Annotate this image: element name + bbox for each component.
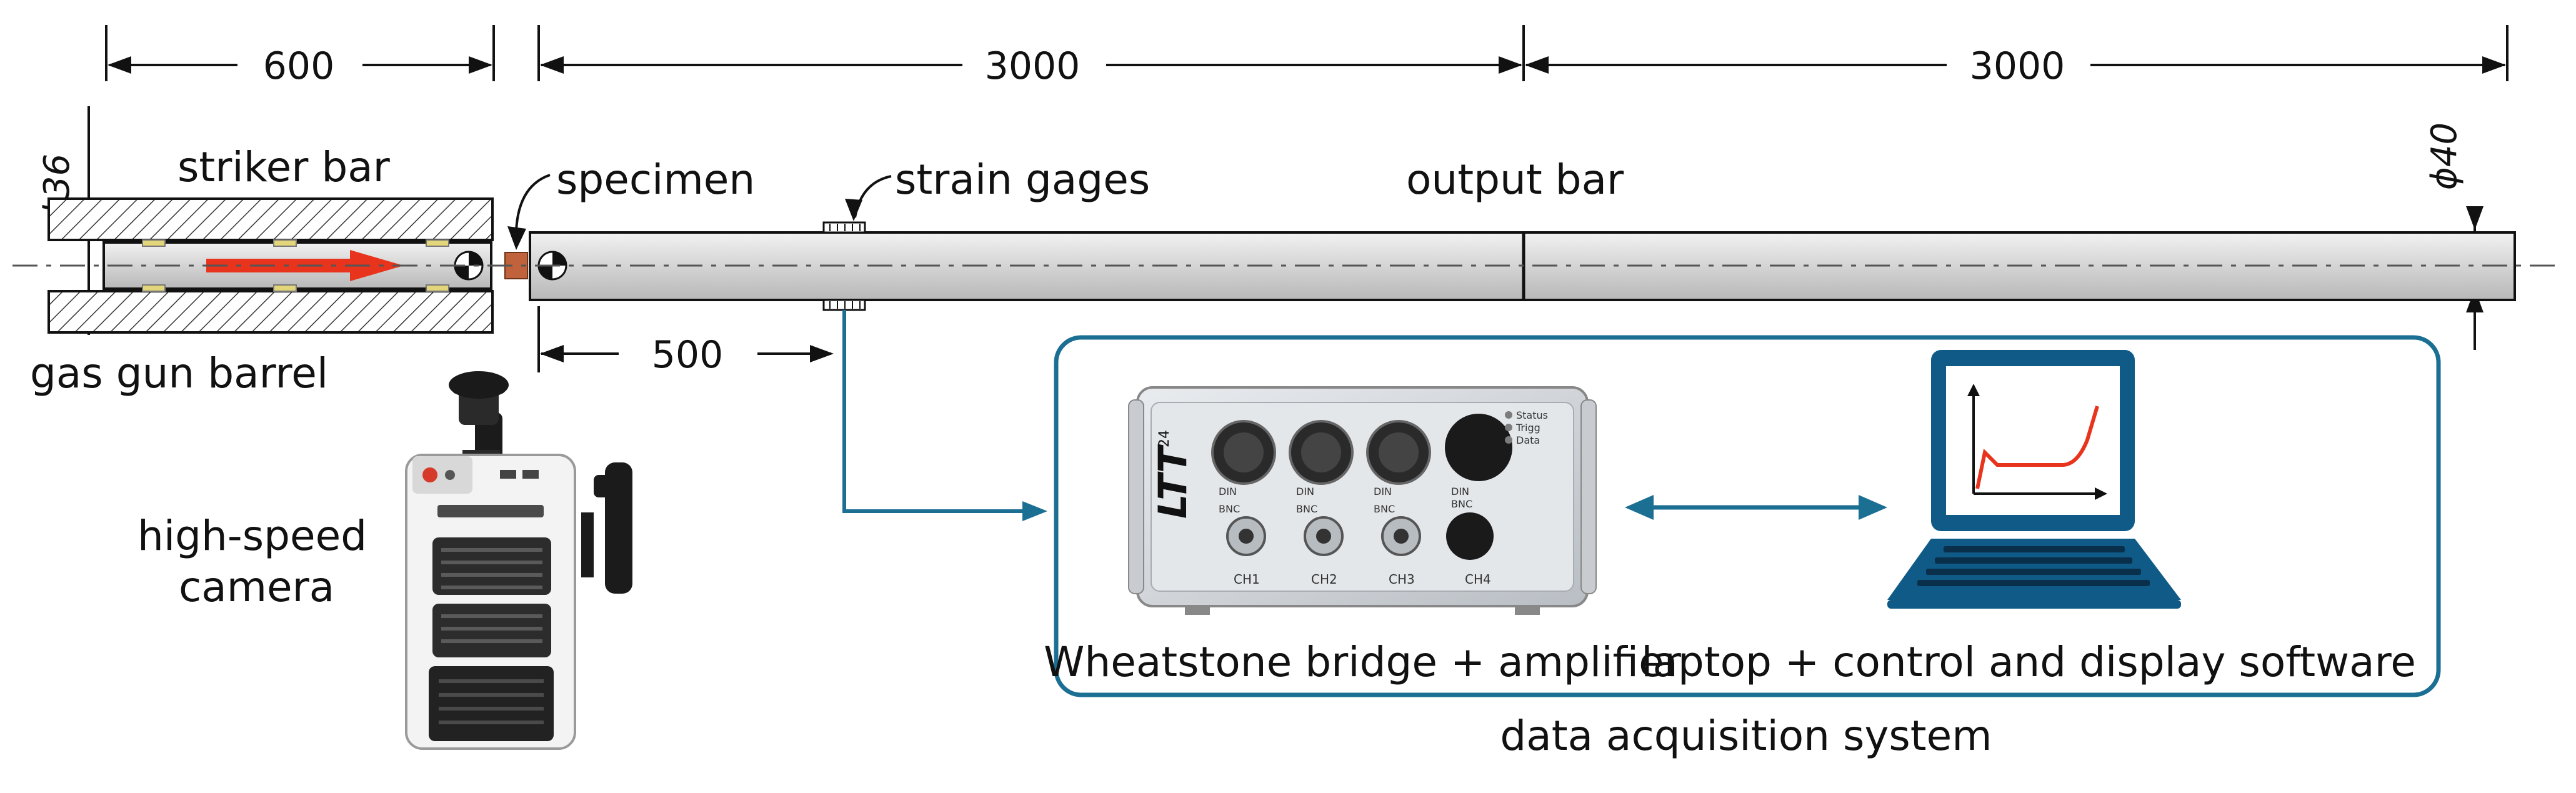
status-leds: Status Trigg Data (1505, 409, 1548, 446)
din-connector-ch1 (1211, 420, 1276, 485)
dimension-gage-distance: 500 (537, 306, 834, 377)
bnc-label-ch4: BNC (1451, 498, 1472, 510)
channel-label-ch4: CH4 (1465, 572, 1491, 587)
dim-600-label: 600 (263, 44, 335, 88)
din-connector-ch2 (1289, 420, 1354, 485)
label-camera-line-1: high-speed (137, 512, 367, 560)
din-connector-ch4 (1445, 414, 1512, 481)
led-label-trigg: Trigg (1515, 422, 1540, 434)
bnc-connector-ch3 (1381, 516, 1421, 556)
channel-label-ch2: CH2 (1311, 572, 1337, 587)
dim-3000-label-1: 3000 (985, 44, 1081, 88)
dim-500-label: 500 (652, 333, 724, 377)
din-label-ch1: DIN (1219, 486, 1237, 497)
dim-3000-label-2: 3000 (1970, 44, 2065, 88)
signal-cable (842, 310, 1047, 521)
din-label-ch3: DIN (1374, 486, 1392, 497)
label-camera-line-2: camera (179, 563, 334, 611)
label-strain-gages: strain gages (895, 156, 1150, 204)
bnc-connector-ch1 (1226, 516, 1266, 556)
din-label-ch2: DIN (1296, 486, 1314, 497)
led-label-status: Status (1516, 409, 1548, 421)
bidirectional-link-arrow (1625, 495, 1887, 520)
daq-system-box (1054, 335, 2441, 697)
bnc-label-ch2: BNC (1296, 503, 1317, 515)
dimension-bar-segment-1: 3000 (537, 25, 1525, 88)
din-label-ch4: DIN (1451, 486, 1469, 497)
strain-gages-leader-line (854, 175, 892, 218)
impact-direction-arrow (206, 250, 404, 281)
dimension-striker-length: 600 (105, 25, 495, 88)
label-output-bar: output bar (1406, 156, 1624, 204)
gas-gun-barrel (47, 197, 494, 334)
label-daq-system: data acquisition system (1500, 712, 1992, 760)
bnc-connector-ch4 (1446, 512, 1494, 560)
channel-label-ch1: CH1 (1234, 572, 1260, 587)
amplifier-brand-logo: LTT (1150, 444, 1196, 519)
high-speed-camera (405, 371, 632, 750)
dim-phi40-label: ϕ40 (2424, 122, 2465, 190)
bnc-label-ch3: BNC (1374, 503, 1395, 515)
laptop-plot (1967, 384, 2107, 500)
laptop-keyboard (1917, 546, 2150, 586)
bnc-connector-ch2 (1304, 516, 1344, 556)
dimension-bar-segment-2: 3000 (1525, 25, 2509, 88)
caption-laptop: laptop + control and display software (1641, 638, 2416, 686)
label-specimen: specimen (556, 156, 755, 204)
amplifier-device: Status Trigg Data DIN BNC DIN BNC DIN BN… (1128, 386, 1597, 615)
bnc-label-ch1: BNC (1219, 503, 1240, 515)
laptop (1887, 350, 2181, 609)
label-gas-gun-barrel: gas gun barrel (30, 349, 328, 397)
amplifier-brand-sub: 24 (1157, 430, 1172, 447)
caption-amplifier: Wheatstone bridge + amplifier (1044, 638, 1682, 686)
label-striker-bar: striker bar (177, 143, 391, 191)
led-label-data: Data (1516, 434, 1540, 446)
channel-label-ch3: CH3 (1389, 572, 1415, 587)
din-connector-ch3 (1366, 420, 1431, 485)
strain-gages (822, 221, 866, 311)
